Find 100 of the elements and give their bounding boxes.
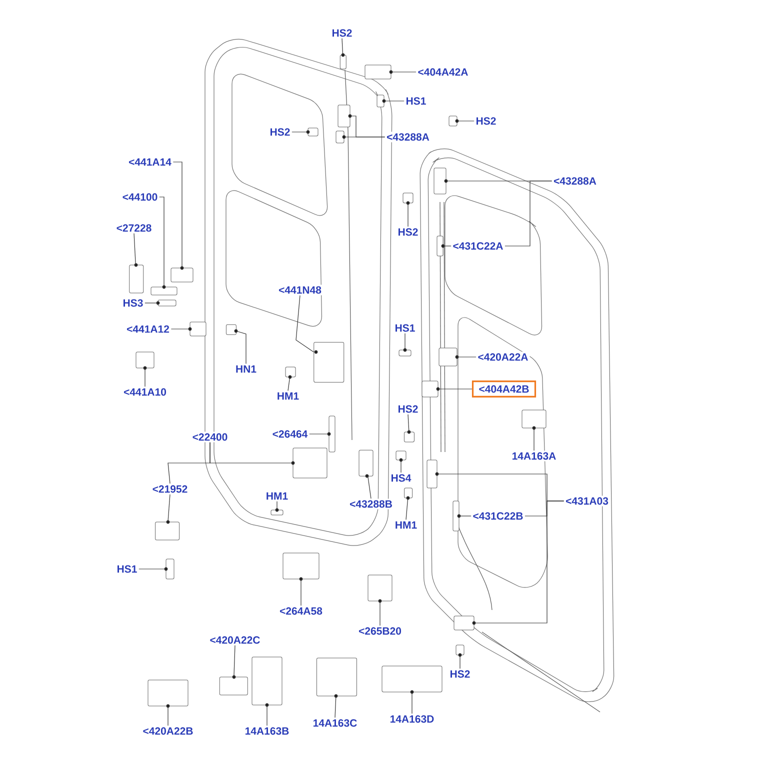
leader-line (276, 501, 278, 510)
leader-line (296, 295, 314, 352)
part-label: HS2 (396, 226, 420, 238)
part-box (148, 680, 188, 708)
part-box (285, 366, 296, 379)
leader-line (524, 500, 564, 516)
part-box (291, 448, 328, 478)
part-label: <43288A (552, 176, 598, 186)
part-label: <22400 (190, 432, 230, 442)
leader-line (384, 100, 404, 102)
part-label: <404A42A (416, 66, 470, 78)
part-label: HM1 (264, 490, 290, 502)
leader-line (234, 645, 236, 678)
part-label: <43288B (348, 498, 394, 510)
part-box (282, 552, 320, 581)
part-box (404, 430, 414, 442)
part-label: <420A22B (141, 726, 195, 736)
part-box (129, 263, 144, 294)
leader-line (456, 120, 474, 122)
leader-line (350, 116, 386, 138)
part-label: <265B20 (357, 626, 403, 636)
part-label: HS1 (115, 564, 139, 574)
part-label: <21952 (150, 484, 190, 494)
leader-line (456, 356, 476, 358)
part-label: <441A12 (125, 324, 171, 334)
highlighted-part-label: <404A42B (472, 380, 536, 398)
leader-line (334, 696, 336, 718)
leader-line (438, 388, 472, 390)
part-box (155, 520, 180, 540)
leader-line (144, 302, 158, 304)
part-box (338, 104, 352, 128)
leader-line (236, 330, 246, 364)
leader-line (144, 368, 146, 387)
part-box (436, 236, 445, 256)
part-box (522, 410, 546, 430)
part-box (396, 450, 406, 462)
part-label: <26464 (270, 428, 310, 440)
part-label: HN1 (234, 364, 258, 374)
part-label: <431A03 (564, 496, 610, 506)
part-label: <420A22A (476, 352, 530, 362)
leader-line (400, 460, 402, 473)
part-box (398, 348, 412, 356)
part-box (219, 675, 248, 696)
part-box (316, 658, 357, 698)
part-label: HS2 (474, 116, 498, 126)
part-label: <44100 (120, 192, 160, 202)
part-label: HS2 (330, 28, 354, 38)
part-label: 14A163C (311, 718, 359, 728)
part-box (456, 644, 464, 657)
part-label: <27228 (114, 222, 154, 234)
part-box (306, 128, 318, 136)
part-box (336, 130, 346, 144)
part-box (422, 380, 440, 398)
leader-line (138, 568, 166, 570)
part-label: HS1 (404, 96, 428, 106)
part-box (188, 322, 206, 336)
leader-line (504, 180, 552, 246)
leader-line (170, 328, 190, 330)
part-label: <441N48 (277, 284, 323, 296)
part-label: HS3 (121, 298, 145, 308)
part-box (382, 666, 442, 694)
part-box (164, 558, 174, 580)
part-label: <441A14 (127, 156, 173, 168)
part-box (452, 500, 461, 532)
part-box (402, 192, 414, 205)
part-box (434, 168, 448, 194)
part-label: HM1 (275, 390, 301, 402)
part-box (340, 53, 346, 70)
part-label: 14A163B (243, 726, 291, 736)
leader-line (288, 376, 290, 391)
part-label: <420A22C (208, 634, 262, 646)
part-label: <264A58 (278, 606, 324, 616)
part-box (150, 285, 178, 296)
part-label: <431C22A (451, 240, 505, 252)
leader-line (134, 233, 136, 266)
part-label: 14A163D (388, 714, 436, 724)
part-box (426, 460, 439, 488)
part-label: <441A10 (122, 386, 168, 398)
part-box (376, 94, 386, 108)
part-box (404, 488, 413, 500)
part-label: HS2 (268, 126, 292, 138)
part-box (368, 574, 392, 603)
leader-line (172, 162, 182, 268)
part-box (170, 266, 194, 282)
leader-line (159, 196, 164, 288)
part-box (314, 342, 344, 383)
part-box (327, 416, 336, 452)
part-box (454, 616, 476, 630)
part-label: 14A163A (510, 450, 558, 462)
part-label: HS2 (396, 404, 420, 414)
part-label: HS4 (389, 472, 413, 484)
part-label: HS2 (448, 668, 472, 680)
part-box (136, 352, 154, 370)
leader-line (342, 38, 344, 56)
part-box (364, 64, 393, 80)
leader-line (168, 442, 210, 484)
leader-line (168, 494, 170, 522)
part-box (252, 656, 282, 707)
part-box (270, 508, 284, 516)
part-label: HM1 (393, 520, 419, 530)
